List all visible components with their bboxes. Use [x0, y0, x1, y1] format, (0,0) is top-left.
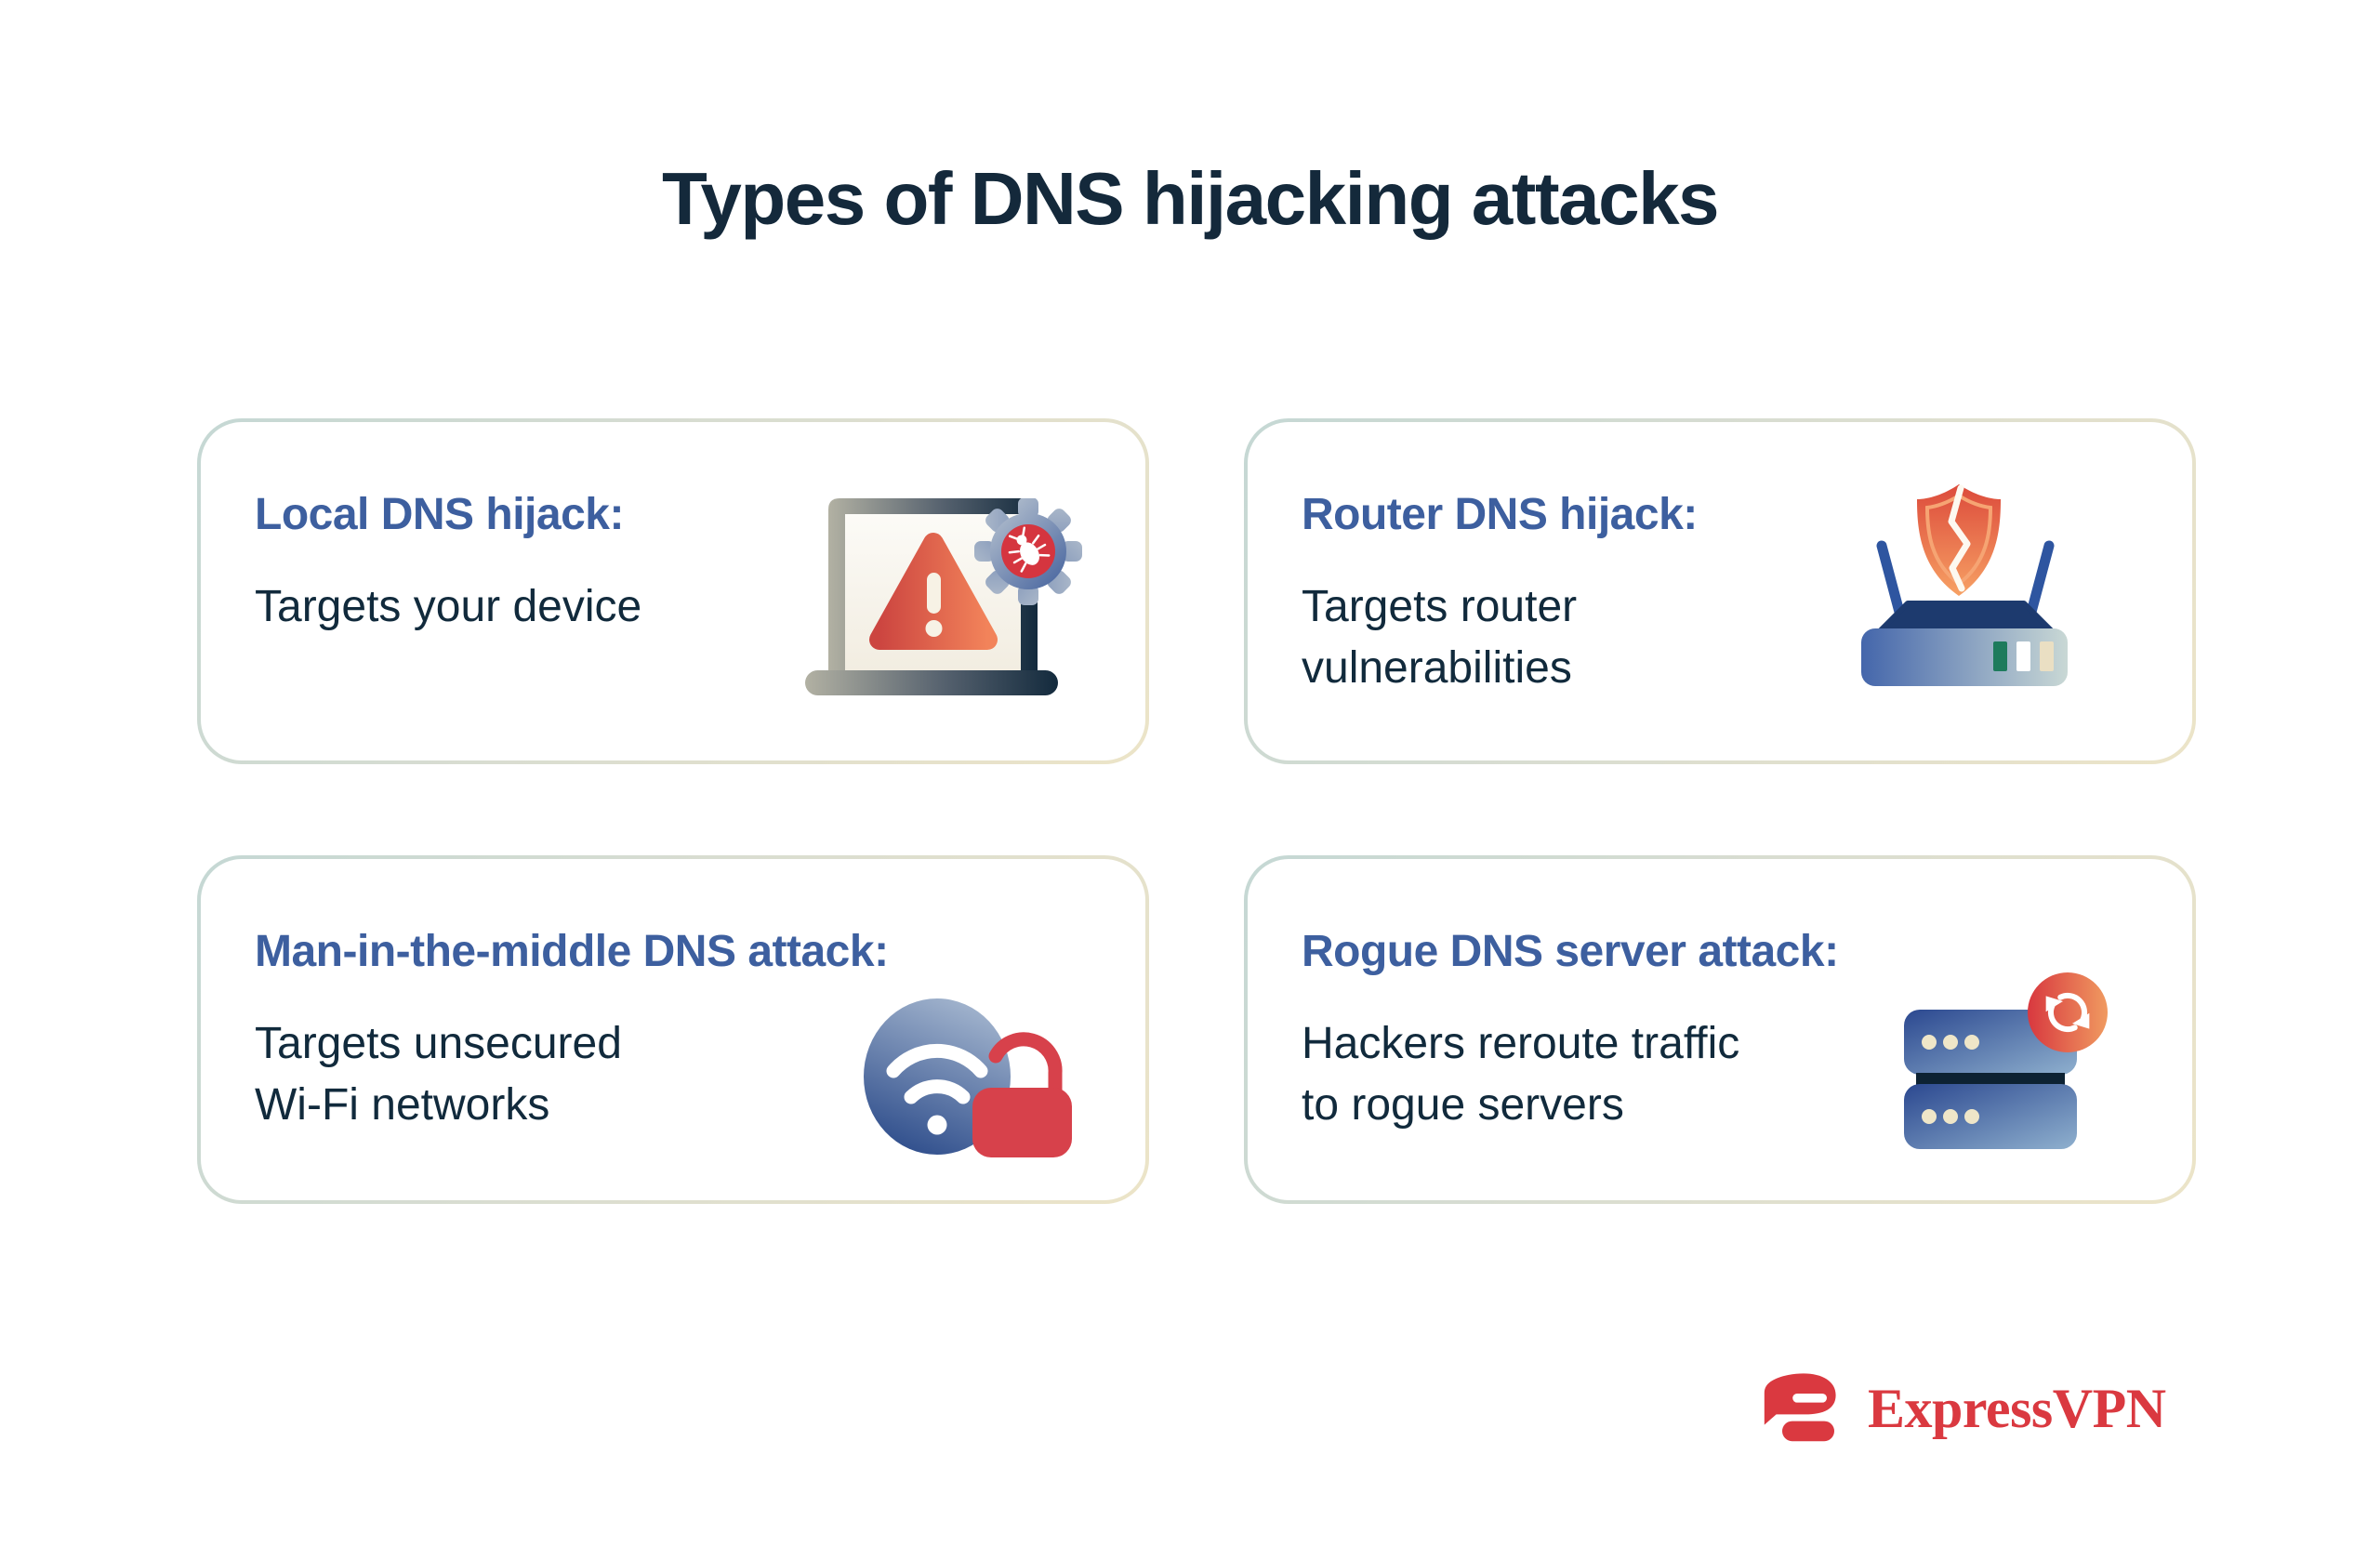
- card-local-dns-hijack-inner: Local DNS hijack: Targets your device: [201, 422, 1145, 760]
- card-router-dns-hijack-inner: Router DNS hijack: Targets router vulner…: [1248, 422, 2192, 760]
- router-cracked-shield-icon: [1861, 484, 2068, 686]
- card-body: Targets unsecured Wi-Fi networks: [255, 1013, 622, 1136]
- card-body: Hackers reroute traffic to rogue servers: [1302, 1013, 1739, 1136]
- card-body-line: Hackers reroute traffic: [1302, 1019, 1740, 1068]
- card-man-in-the-middle-dns-attack: Man-in-the-middle DNS attack: Targets un…: [197, 855, 1149, 1204]
- server-reroute-icon: [1904, 972, 2108, 1149]
- card-heading: Rogue DNS server attack:: [1302, 927, 1839, 976]
- expressvpn-wordmark: ExpressVPN: [1868, 1377, 2166, 1439]
- laptop-malware-alert-icon: [805, 498, 1082, 695]
- card-heading: Local DNS hijack:: [255, 490, 624, 539]
- card-rogue-dns-server-attack: Rogue DNS server attack: Hackers reroute…: [1244, 855, 2196, 1204]
- card-body-line: Targets your device: [255, 582, 642, 631]
- card-man-in-the-middle-inner: Man-in-the-middle DNS attack: Targets un…: [201, 859, 1145, 1200]
- card-heading: Man-in-the-middle DNS attack:: [255, 927, 889, 976]
- card-body-line: Targets router: [1302, 582, 1578, 631]
- card-body-line: Targets unsecured: [255, 1019, 622, 1068]
- card-body: Targets router vulnerabilities: [1302, 576, 1577, 699]
- page-title: Types of DNS hijacking attacks: [661, 157, 1720, 240]
- expressvpn-logo: ExpressVPN: [1760, 1365, 2166, 1452]
- wifi-open-lock-icon: [864, 998, 1072, 1157]
- card-router-dns-hijack: Router DNS hijack: Targets router vulner…: [1244, 418, 2196, 764]
- expressvpn-logo-icon: [1764, 1373, 1836, 1442]
- card-body-line: to rogue servers: [1302, 1080, 1624, 1130]
- card-local-dns-hijack: Local DNS hijack: Targets your device: [197, 418, 1149, 764]
- card-heading: Router DNS hijack:: [1302, 490, 1698, 539]
- card-body: Targets your device: [255, 576, 641, 638]
- card-rogue-dns-server-inner: Rogue DNS server attack: Hackers reroute…: [1248, 859, 2192, 1200]
- card-body-line: vulnerabilities: [1302, 643, 1572, 693]
- card-body-line: Wi-Fi networks: [255, 1080, 550, 1130]
